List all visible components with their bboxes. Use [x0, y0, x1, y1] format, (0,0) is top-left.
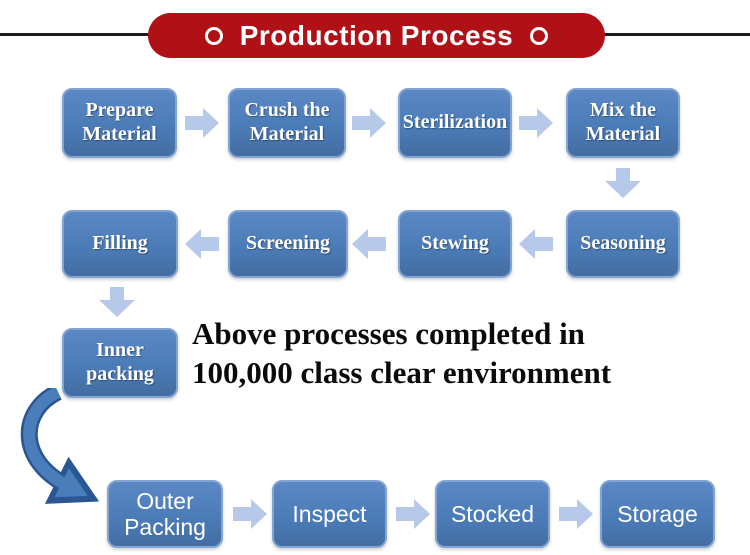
page-title: Production Process	[239, 19, 514, 51]
arrow-left-icon	[519, 228, 553, 260]
step-label: Crush the Material	[244, 99, 330, 145]
flow-step-storage: Storage	[600, 480, 715, 548]
curved-arrow-icon	[16, 384, 116, 506]
flow-step-crush-material: Crush the Material	[228, 88, 346, 158]
arrow-right-icon	[352, 107, 386, 139]
flow-step-outer-packing: Outer Packing	[107, 480, 223, 548]
flow-step-prepare-material: Prepare Material	[62, 88, 177, 158]
flow-step-inspect: Inspect	[272, 480, 387, 548]
step-label: Stocked	[450, 500, 535, 527]
step-label: Inspect	[292, 500, 367, 527]
flow-step-sterilization: Sterilization	[398, 88, 512, 158]
circle-outline-icon	[530, 26, 549, 45]
note-line-1: Above processes completed in	[192, 316, 585, 351]
flow-step-inner-packing: Inner packing	[62, 328, 178, 398]
step-label: Prepare Material	[82, 99, 157, 145]
flow-step-screening: Screening	[228, 210, 348, 278]
step-label: Seasoning	[580, 232, 666, 255]
step-label: Storage	[617, 500, 698, 527]
note-line-2: 100,000 class clear environment	[192, 355, 612, 390]
step-label: Sterilization	[402, 111, 508, 134]
step-label: Stewing	[421, 232, 489, 255]
header-banner: Production Process	[148, 13, 605, 58]
flow-step-mix-material: Mix the Material	[566, 88, 680, 158]
arrow-down-icon	[605, 168, 641, 198]
step-label: Screening	[245, 232, 331, 255]
step-label: Outer Packing	[124, 487, 206, 540]
environment-note: Above processes completed in 100,000 cla…	[192, 314, 737, 392]
circle-outline-icon	[204, 26, 223, 45]
arrow-right-icon	[519, 107, 553, 139]
step-label: Mix the Material	[585, 99, 661, 145]
arrow-left-icon	[352, 228, 386, 260]
step-label: Filling	[92, 232, 148, 255]
arrow-right-icon	[233, 498, 267, 530]
arrow-down-icon	[99, 287, 135, 317]
flow-step-filling: Filling	[62, 210, 178, 278]
arrow-right-icon	[396, 498, 430, 530]
flow-step-seasoning: Seasoning	[566, 210, 680, 278]
flow-step-stocked: Stocked	[435, 480, 550, 548]
arrow-right-icon	[559, 498, 593, 530]
flow-step-stewing: Stewing	[398, 210, 512, 278]
arrow-right-icon	[185, 107, 219, 139]
arrow-left-icon	[185, 228, 219, 260]
step-label: Inner packing	[86, 339, 154, 385]
